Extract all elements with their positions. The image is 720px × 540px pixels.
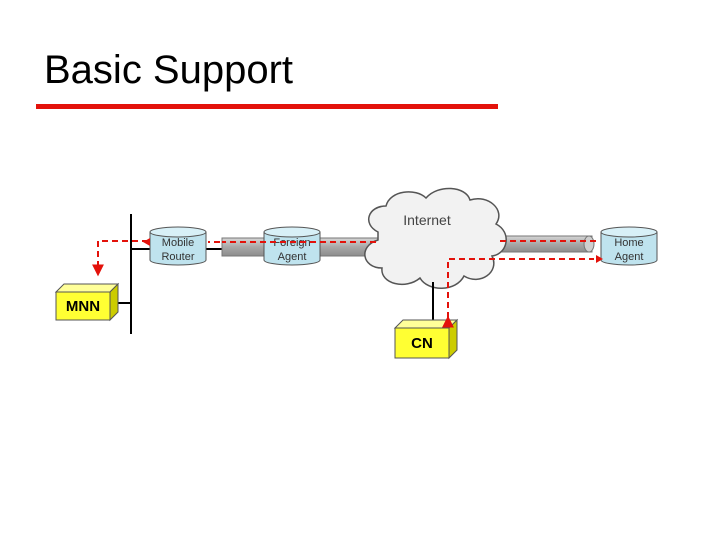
foreign-agent-label-line2: Agent bbox=[278, 251, 307, 263]
internet-cloud: Internet bbox=[364, 187, 507, 289]
mnn-node: MNN bbox=[54, 282, 120, 322]
mnn-label: MNN bbox=[66, 298, 100, 315]
home-agent-node: Home Agent bbox=[600, 226, 658, 266]
home-agent-label-line2: Agent bbox=[615, 251, 644, 263]
title-underline bbox=[36, 104, 498, 109]
foreign-agent-node: Foreign Agent bbox=[263, 226, 321, 266]
arrowhead-into-mr bbox=[143, 238, 150, 246]
cn-node: CN bbox=[393, 318, 459, 360]
arrowhead-into-ha bbox=[596, 255, 603, 263]
mobile-router-node: Mobile Router bbox=[149, 226, 207, 266]
home-agent-label-line1: Home bbox=[614, 237, 643, 249]
mobile-router-label-line2: Router bbox=[161, 251, 194, 263]
packet-path-mr-to-mnn bbox=[92, 240, 148, 277]
mobile-router-label-line1: Mobile bbox=[162, 237, 194, 249]
packet-path bbox=[92, 240, 596, 328]
internet-label: Internet bbox=[403, 212, 451, 228]
slide-title: Basic Support bbox=[44, 48, 294, 92]
cn-label: CN bbox=[411, 335, 433, 352]
